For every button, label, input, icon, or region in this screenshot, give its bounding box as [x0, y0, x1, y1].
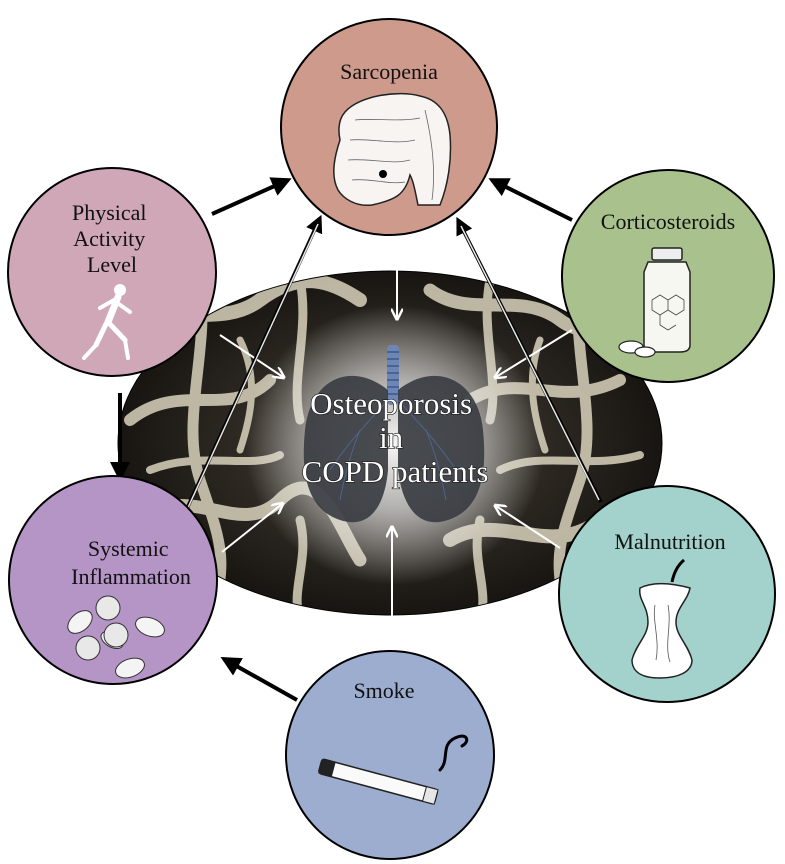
node-label: Malnutrition	[614, 529, 725, 554]
arrow-malnutrition-to-center	[496, 506, 561, 549]
node-systemic-inflammation: Systemic Inflammation	[8, 475, 218, 685]
cigarette-icon	[318, 734, 469, 805]
node-circle	[8, 475, 218, 685]
node-corticosteroids: Corticosteroids	[561, 169, 775, 383]
arrow-highlights	[185, 223, 600, 513]
node-circle	[7, 167, 217, 377]
node-label: Smoke	[353, 678, 414, 703]
node-label: Physical Activity Level	[72, 200, 152, 277]
blood-cells-icon	[67, 595, 165, 679]
node-label-line: Level	[87, 252, 137, 277]
medicine-vial-icon	[618, 247, 691, 358]
apple-core-icon	[631, 558, 693, 679]
node-sarcopenia: Sarcopenia	[280, 18, 498, 236]
lungs-icon	[303, 345, 485, 523]
node-label-line: Inflammation	[71, 564, 191, 589]
inner-arrows	[219, 245, 573, 628]
node-malnutrition: Malnutrition	[558, 485, 776, 703]
center-title: Osteoporosis in COPD patients	[302, 386, 489, 489]
arrow-activity-to-sarcopenia	[211, 177, 292, 216]
node-label: Corticosteroids	[601, 209, 735, 234]
arrow-corticosteroids-to-center	[496, 329, 573, 377]
node-smoke: Smoke	[285, 650, 495, 860]
node-label-line: Smoke	[353, 678, 414, 703]
node-label: Sarcopenia	[340, 59, 438, 84]
arrow-smoke-to-inflammation	[220, 657, 298, 702]
arrow-corticosteroids-to-sarcopenia	[488, 178, 573, 222]
node-circle	[285, 650, 495, 860]
center-title-line: Osteoporosis	[310, 386, 472, 421]
muscle-torso-icon	[333, 92, 452, 207]
node-label-line: Sarcopenia	[340, 59, 438, 84]
node-label-line: Corticosteroids	[601, 209, 735, 234]
center-title-line: in	[379, 420, 404, 455]
node-label-line: Systemic	[88, 536, 169, 561]
node-label-line: Activity	[73, 226, 145, 251]
center-title-line: COPD patients	[302, 454, 489, 489]
node-label-line: Malnutrition	[614, 529, 725, 554]
arrow-inflammation-to-center	[221, 504, 282, 553]
node-label-line: Physical	[72, 200, 147, 225]
arrow-activity-to-center	[219, 334, 283, 377]
node-label: Systemic Inflammation	[71, 536, 191, 589]
node-physical-activity: Physical Activity Level	[7, 167, 217, 377]
running-person-icon	[82, 284, 132, 360]
